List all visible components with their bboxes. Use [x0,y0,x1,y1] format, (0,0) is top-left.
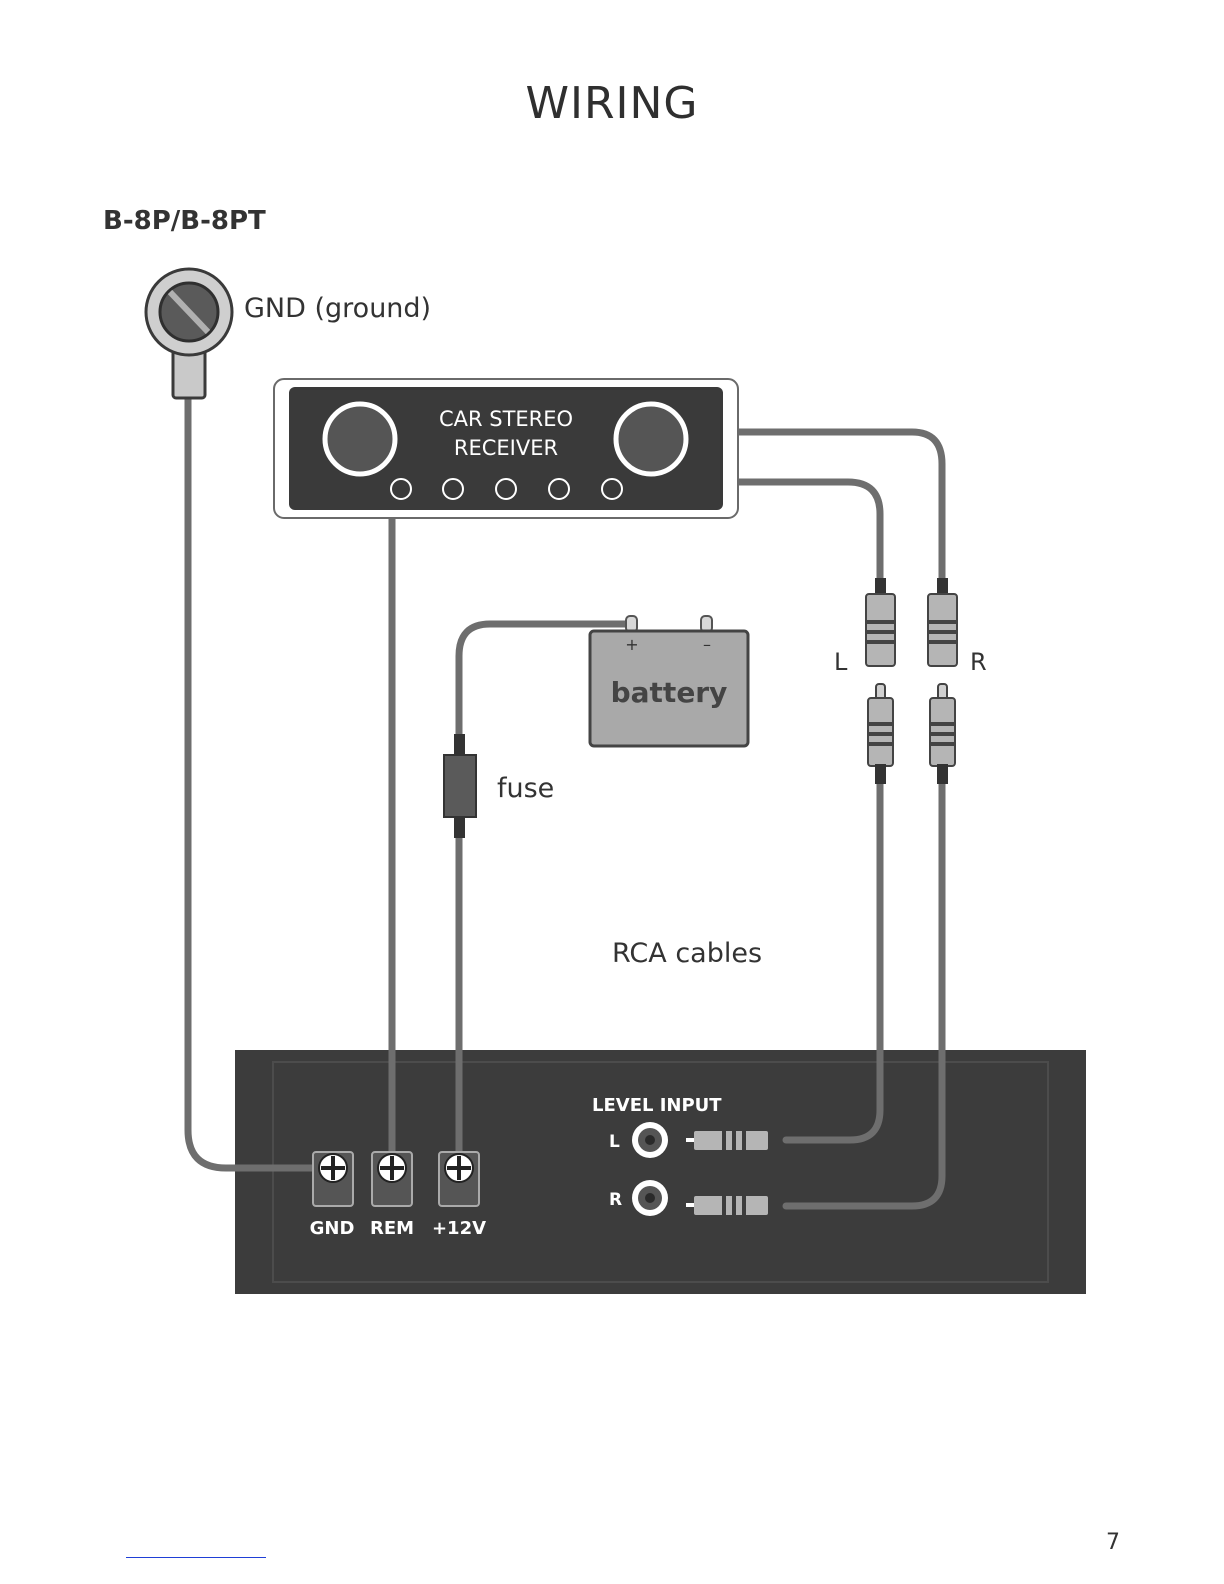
rca-right-label: R [970,648,987,676]
input-left-label: L [609,1132,620,1152]
rca-left-upper-wire [738,482,880,580]
rca-plugs [866,578,957,784]
battery-label: battery [611,676,728,709]
rca-right-upper-plug [928,578,957,666]
rca-left-upper-plug [866,578,895,666]
battery-minus-sign: – [703,635,711,654]
ground-label: GND (ground) [244,293,431,324]
ground-lug [146,269,232,398]
rca-left-label: L [834,648,848,676]
car-stereo-receiver: CAR STEREO RECEIVER [274,379,738,518]
terminal-rem [372,1152,412,1206]
receiver-label-line2: RECEIVER [454,436,558,460]
rca-jack-left [632,1122,668,1158]
rca-right-upper-wire [738,432,942,580]
battery-plus-sign: + [625,635,638,654]
terminal-label-rem: REM [370,1218,414,1239]
rca-plug-horizontal-right [686,1196,768,1215]
rca-left-lower-plug [868,684,893,784]
rca-plug-horizontal-left [686,1131,768,1150]
rca-jack-right [632,1180,668,1216]
receiver-knob-right [616,404,686,474]
rca-cables-label: RCA cables [612,938,762,969]
page-number: 7 [1106,1530,1120,1555]
terminal-label-12v: +12V [432,1218,486,1239]
battery: + – battery [590,616,748,746]
terminal-gnd [313,1152,353,1206]
terminal-12v [439,1152,479,1206]
amplifier: GND REM +12V LEVEL INPUT L R [235,1050,1086,1294]
fuse [444,734,476,838]
receiver-label-line1: CAR STEREO [439,407,573,431]
terminal-label-gnd: GND [310,1218,355,1239]
rca-right-lower-plug [930,684,955,784]
receiver-knob-left [325,404,395,474]
fuse-label: fuse [497,773,554,804]
level-input-label: LEVEL INPUT [592,1095,722,1116]
input-right-label: R [609,1190,622,1210]
footer-rule [126,1557,266,1558]
